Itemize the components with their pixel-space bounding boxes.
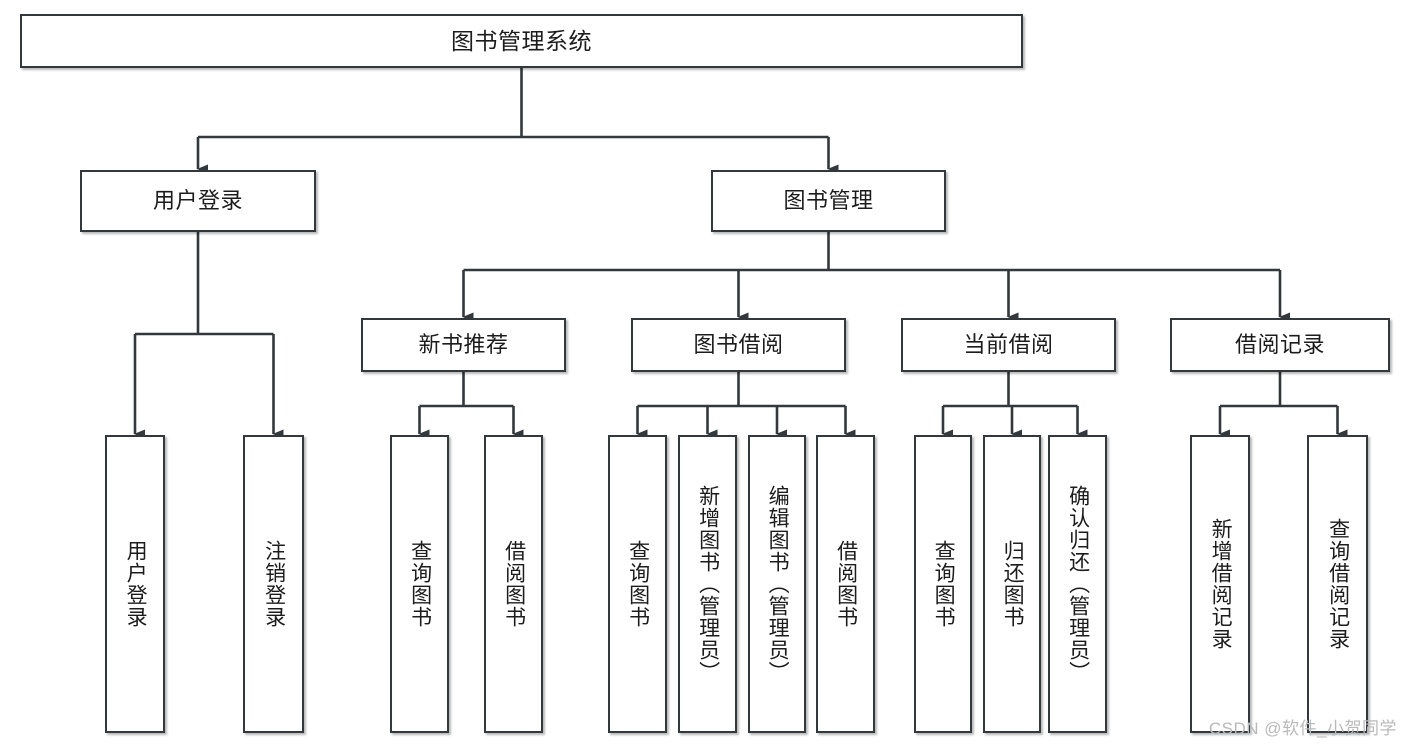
node-root[interactable]: 图书管理系统 bbox=[20, 14, 1023, 68]
node-login[interactable]: 用户登录 bbox=[80, 170, 316, 232]
node-current[interactable]: 当前借阅 bbox=[901, 318, 1116, 372]
node-leaf-rec-2[interactable]: 查询借阅记录 bbox=[1307, 435, 1368, 733]
node-label: 用户登录 bbox=[152, 188, 243, 214]
node-label: 注销登录 bbox=[262, 540, 286, 628]
node-label: 新增图书（管理员） bbox=[696, 485, 720, 683]
node-leaf-borrow-3[interactable]: 编辑图书（管理员） bbox=[748, 435, 806, 733]
watermark-text: CSDN @软件_小贺同学 bbox=[1208, 719, 1397, 738]
node-records[interactable]: 借阅记录 bbox=[1170, 318, 1390, 372]
node-label: 新书推荐 bbox=[418, 332, 509, 358]
node-leaf-login-2[interactable]: 注销登录 bbox=[243, 435, 304, 733]
node-label: 查询图书 bbox=[932, 540, 956, 628]
node-label: 查询图书 bbox=[408, 540, 432, 628]
node-label: 借阅图书 bbox=[502, 540, 526, 628]
node-leaf-cur-2[interactable]: 归还图书 bbox=[983, 435, 1041, 733]
connector-group bbox=[133, 68, 1348, 439]
node-label: 编辑图书（管理员） bbox=[766, 485, 790, 683]
node-borrow[interactable]: 图书借阅 bbox=[631, 318, 846, 372]
node-bookmgmt[interactable]: 图书管理 bbox=[711, 170, 946, 232]
node-label: 新增借阅记录 bbox=[1209, 518, 1233, 650]
node-leaf-new-1[interactable]: 查询图书 bbox=[390, 435, 449, 733]
node-leaf-cur-1[interactable]: 查询图书 bbox=[914, 435, 972, 733]
node-label: 查询借阅记录 bbox=[1326, 518, 1350, 650]
node-label: 确认归还（管理员） bbox=[1066, 485, 1090, 683]
node-leaf-borrow-4[interactable]: 借阅图书 bbox=[816, 435, 875, 733]
node-leaf-rec-1[interactable]: 新增借阅记录 bbox=[1190, 435, 1250, 733]
node-leaf-borrow-1[interactable]: 查询图书 bbox=[608, 435, 667, 733]
node-label: 当前借阅 bbox=[963, 332, 1054, 358]
node-leaf-cur-3[interactable]: 确认归还（管理员） bbox=[1048, 435, 1107, 733]
node-label: 查询图书 bbox=[626, 540, 650, 628]
node-label: 借阅图书 bbox=[834, 540, 858, 628]
node-leaf-new-2[interactable]: 借阅图书 bbox=[484, 435, 543, 733]
node-label: 归还图书 bbox=[1001, 540, 1025, 628]
node-leaf-borrow-2[interactable]: 新增图书（管理员） bbox=[678, 435, 737, 733]
node-newbook[interactable]: 新书推荐 bbox=[361, 318, 566, 372]
node-label: 图书管理系统 bbox=[451, 27, 592, 54]
node-label: 图书管理 bbox=[783, 188, 874, 214]
node-label: 图书借阅 bbox=[693, 332, 784, 358]
node-label: 用户登录 bbox=[124, 540, 148, 628]
node-label: 借阅记录 bbox=[1234, 332, 1325, 358]
node-leaf-login-1[interactable]: 用户登录 bbox=[105, 435, 165, 733]
